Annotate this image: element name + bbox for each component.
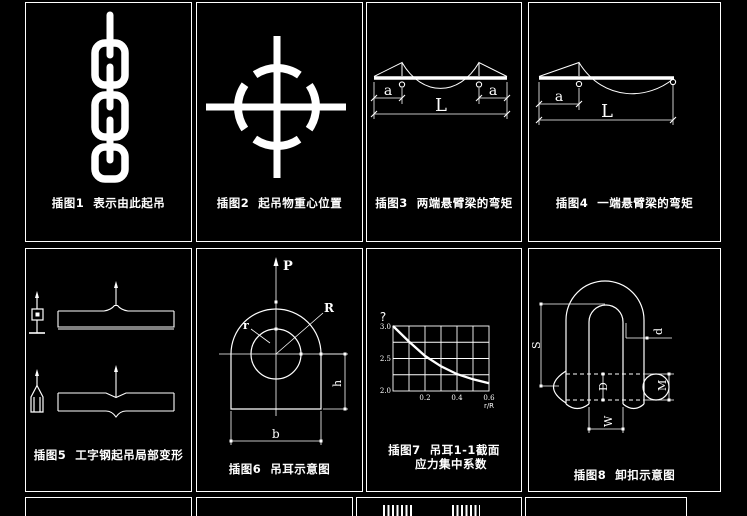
beam-moment-diagram-1: a a L <box>370 61 511 119</box>
svg-text:0.4: 0.4 <box>451 394 463 402</box>
dim-label-a: a <box>555 89 563 105</box>
panel-shackle: S d D M W 插图8 卸扣示意图 <box>528 248 721 492</box>
shackle-drawing: S d D M W <box>530 280 674 433</box>
svg-text:0.2: 0.2 <box>419 394 430 402</box>
panel-lifting-lug: P R r h b 插图6 吊耳示意图 <box>196 248 363 492</box>
dim-label-h: h <box>331 380 344 387</box>
stress-concentration-chart: ? 3.0 2.5 2.0 0.2 0.4 0.6 r/R <box>380 310 495 410</box>
panel-moment-two-cantilevers: a a L 插图3 两端悬臂梁的弯矩 <box>366 2 522 242</box>
y-axis-symbol: ? <box>380 310 386 324</box>
panel-6-caption: 插图6 吊耳示意图 <box>228 462 331 476</box>
dim-label-L: L <box>601 101 613 122</box>
center-of-gravity-icon <box>206 36 346 178</box>
svg-text:3.0: 3.0 <box>380 323 391 331</box>
beam-moment-diagram-2: a L <box>535 61 677 125</box>
chart-curve <box>392 325 490 385</box>
beam-and-moment-curve <box>373 61 508 89</box>
panel-center-of-gravity: 插图2 起吊物重心位置 <box>196 2 363 242</box>
centerlines-and-dims <box>219 263 348 445</box>
clipped-panel-4 <box>525 497 687 516</box>
clipped-panel-1 <box>25 497 192 516</box>
force-arrowhead <box>273 257 279 266</box>
dim-label-R: R <box>324 301 335 315</box>
beam-dip-down <box>57 365 175 418</box>
panel-4-caption: 插图4 一端悬臂梁的弯矩 <box>555 196 694 210</box>
beam-hump-up <box>57 281 175 330</box>
dim-label-b: b <box>272 427 280 441</box>
dim-label-S: S <box>530 341 543 349</box>
panel-lifting-chain: 插图1 表示由此起吊 <box>25 2 192 242</box>
panel-ibeam-deformation: 插图5 工字钢起吊局部变形 <box>25 248 192 492</box>
panel-7-caption-line1: 插图7 吊耳1-1截面 <box>388 443 500 457</box>
lug-drawing: P R r h b <box>219 257 348 445</box>
chain-links-icon <box>91 11 129 183</box>
dim-label-D: D <box>597 382 610 391</box>
dim-label-W: W <box>602 415 615 427</box>
panel-7-caption-line2: 应力集中系数 <box>415 457 487 471</box>
dim-label-a-right: a <box>489 83 497 99</box>
dim-label-P: P <box>283 259 293 274</box>
shackle-body <box>552 280 670 410</box>
ibeam-section-icon-bottom <box>30 369 44 413</box>
x-tick-labels: 0.2 0.4 0.6 <box>419 394 495 402</box>
beam-and-moment-curve <box>538 61 677 95</box>
ibeam-section-icon-top <box>29 291 45 334</box>
dimension-markers <box>539 302 671 431</box>
panel-moment-one-cantilever: a L 插图4 一端悬臂梁的弯矩 <box>528 2 721 242</box>
dimension-markers <box>229 300 347 443</box>
dim-label-r: r <box>243 319 249 332</box>
dimension-ticks <box>370 94 511 118</box>
svg-text:2.5: 2.5 <box>380 355 391 363</box>
panel-5-caption: 插图5 工字钢起吊局部变形 <box>33 448 184 462</box>
clipped-panel-2 <box>196 497 353 516</box>
dimension-lines <box>540 303 674 433</box>
ibeam-deformation-drawing <box>29 281 175 418</box>
dim-label-a-left: a <box>384 83 392 99</box>
dim-label-M: M <box>656 380 669 391</box>
panel-1-caption: 插图1 表示由此起吊 <box>51 196 166 210</box>
svg-text:2.0: 2.0 <box>380 387 391 395</box>
clipped-text-fragment-1 <box>383 505 413 516</box>
panel-stress-chart: ? 3.0 2.5 2.0 0.2 0.4 0.6 r/R 插图7 吊耳1-1截… <box>366 248 522 492</box>
dimension-lines <box>370 82 511 119</box>
dimension-ticks <box>535 100 677 124</box>
panel-3-caption: 插图3 两端悬臂梁的弯矩 <box>375 196 513 210</box>
dimension-lines <box>535 82 677 125</box>
clipped-text-fragment-2 <box>452 505 480 516</box>
dim-label-L: L <box>435 95 447 116</box>
dim-label-d: d <box>652 328 665 335</box>
y-tick-labels: 3.0 2.5 2.0 <box>380 323 391 395</box>
chain-symbol-drawing <box>91 11 129 183</box>
svg-text:0.6: 0.6 <box>483 394 495 402</box>
panel-8-caption: 插图8 卸扣示意图 <box>573 468 676 482</box>
clipped-panel-3 <box>356 497 522 516</box>
chart-grid <box>392 325 490 392</box>
panel-2-caption: 插图2 起吊物重心位置 <box>216 196 343 210</box>
cog-symbol-drawing <box>206 36 346 178</box>
x-axis-label: r/R <box>484 402 494 410</box>
